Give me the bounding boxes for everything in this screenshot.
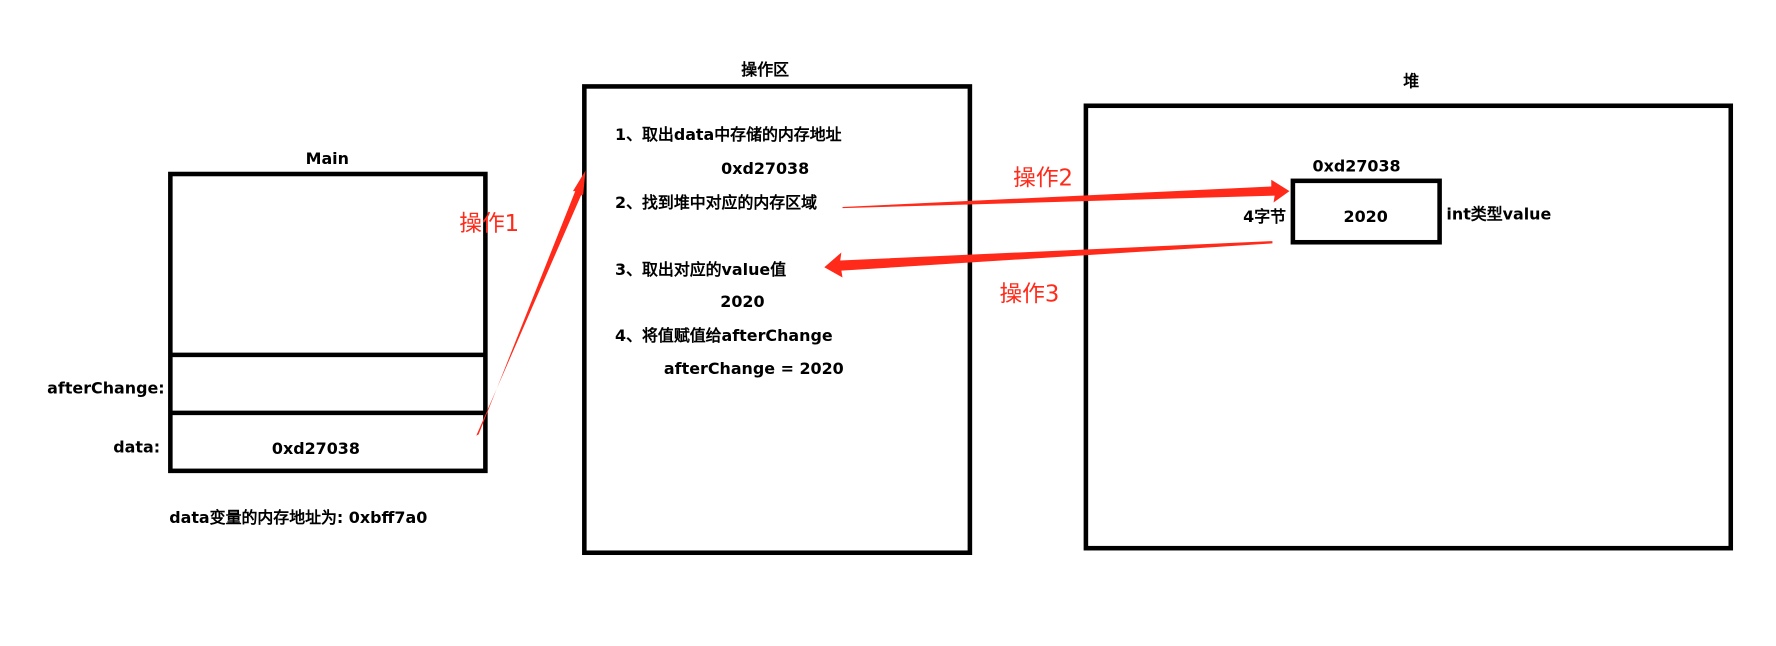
step-4: 4、将值赋值给afterChange xyxy=(615,326,833,345)
data-label: data: xyxy=(113,438,160,457)
data-address-note: data变量的内存地址为: 0xbff7a0 xyxy=(169,508,427,527)
op2-label: 操作2 xyxy=(1013,165,1073,191)
step-3: 3、取出对应的value值 xyxy=(615,260,786,279)
step-1-value: 0xd27038 xyxy=(721,159,809,178)
operation-title: 操作区 xyxy=(741,60,789,79)
arrow-op2 xyxy=(842,179,1290,209)
op1-label: 操作1 xyxy=(459,211,519,237)
arrow-op3 xyxy=(824,241,1273,278)
step-4-value: afterChange = 2020 xyxy=(664,359,844,378)
step-1: 1、取出data中存储的内存地址 xyxy=(615,125,842,144)
heap-size-label: 4字节 xyxy=(1243,207,1286,226)
heap-area xyxy=(1083,103,1734,551)
step-3-value: 2020 xyxy=(720,292,764,311)
main-stack-frame xyxy=(168,171,488,474)
op3-label: 操作3 xyxy=(999,281,1059,307)
arrow-op1 xyxy=(476,170,586,436)
heap-address: 0xd27038 xyxy=(1313,157,1401,176)
after-change-label: afterChange: xyxy=(47,379,164,398)
heap-value: 2020 xyxy=(1344,207,1388,226)
heap-value-cell xyxy=(1290,178,1442,245)
heap-type-label: int类型value xyxy=(1446,205,1551,224)
step-2: 2、找到堆中对应的内存区域 xyxy=(615,193,817,212)
operation-area xyxy=(582,84,973,556)
main-title: Main xyxy=(306,149,349,168)
data-value: 0xd27038 xyxy=(272,439,360,458)
heap-title: 堆 xyxy=(1403,71,1419,90)
